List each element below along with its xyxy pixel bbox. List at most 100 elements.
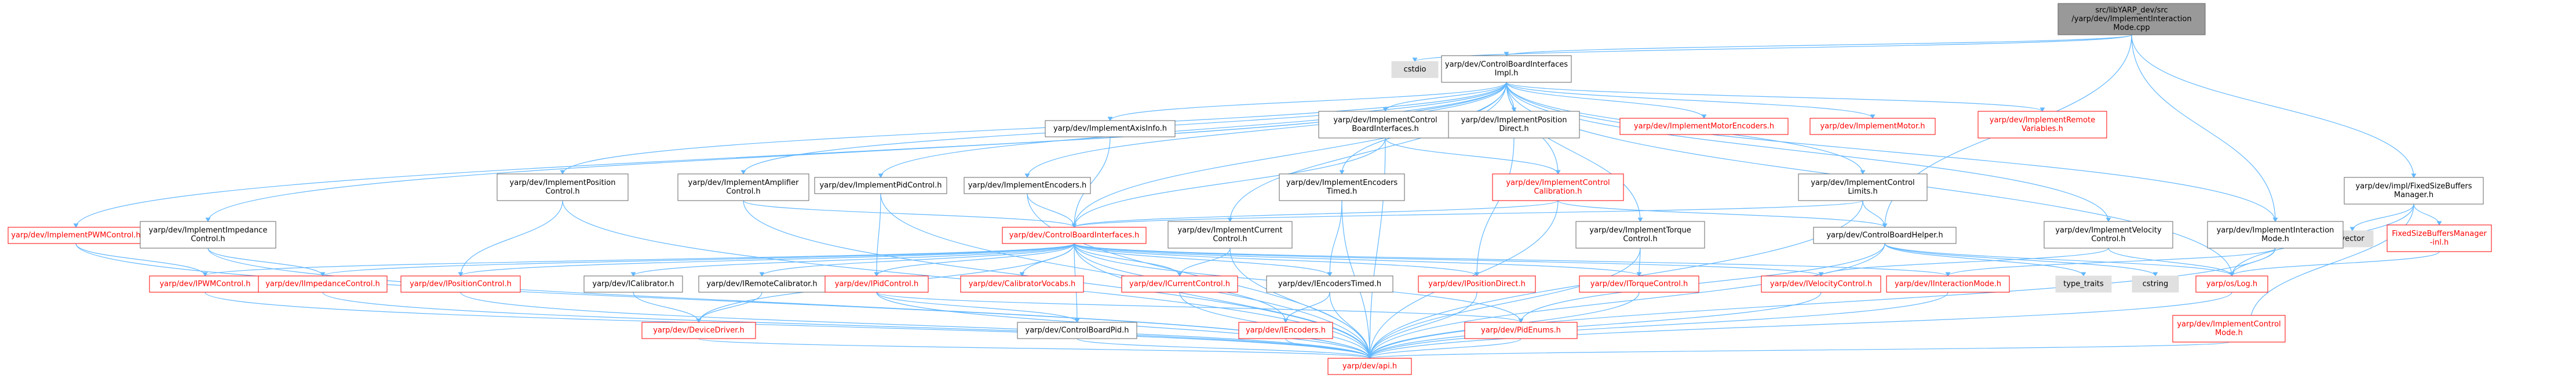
node-label: -inl.h	[2430, 238, 2449, 247]
node-box	[1238, 322, 1333, 339]
node-ipwm_impl[interactable]: yarp/dev/ImplementPWMControl.h	[8, 227, 144, 244]
node-label: yarp/dev/ImplementPosition	[510, 179, 616, 187]
node-label: yarp/dev/ImplementControl	[1333, 116, 1437, 125]
edge-line	[876, 292, 1521, 323]
edge-cbi-to-iim	[1074, 243, 1951, 277]
node-ipid[interactable]: yarp/dev/IPidControl.h	[824, 275, 929, 293]
node-label: Control.h	[1213, 235, 1247, 243]
edge-line	[460, 200, 563, 277]
node-label: BoardInterfaces.h	[1352, 125, 1419, 133]
node-ienc[interactable]: yarp/dev/IEncoders.h	[1238, 322, 1333, 339]
node-pidenums[interactable]: yarp/dev/PidEnums.h	[1464, 322, 1578, 339]
node-box	[1002, 227, 1147, 244]
edge-line	[1074, 243, 1949, 277]
node-imenc_impl[interactable]: yarp/dev/ImplementMotorEncoders.h	[1619, 118, 1789, 135]
node-ipwm[interactable]: yarp/dev/IPWMControl.h	[149, 275, 261, 293]
node-api[interactable]: yarp/dev/api.h	[1327, 358, 1412, 375]
edge-icm_impl-to-api	[1367, 341, 2230, 359]
node-label: yarp/dev/ImplementPWMControl.h	[11, 231, 141, 240]
node-fsbm[interactable]: yarp/dev/impl/FixedSizeBuffersManager.h	[2344, 177, 2484, 205]
edge-line	[1369, 292, 1949, 359]
node-iposd[interactable]: yarp/dev/IPositionDirect.h	[1418, 275, 1536, 293]
node-box	[2195, 275, 2268, 293]
node-fsbm_inl[interactable]: FixedSizeBuffersManager-inl.h	[2387, 224, 2492, 252]
node-devdrv[interactable]: yarp/dev/DeviceDriver.h	[641, 322, 756, 339]
edge-line	[1369, 248, 1641, 359]
edge-cbi_impl-to-ienc_impl	[1024, 82, 1507, 178]
edge-line	[2352, 203, 2414, 231]
node-label: yarp/dev/PidEnums.h	[1481, 326, 1561, 335]
edge-arrowhead	[320, 272, 326, 277]
node-box	[1886, 275, 2010, 293]
node-ical[interactable]: yarp/dev/ICalibrator.h	[583, 275, 683, 293]
node-icur[interactable]: yarp/dev/ICurrentControl.h	[1121, 275, 1238, 293]
node-label: yarp/dev/api.h	[1342, 362, 1397, 371]
node-cbh[interactable]: yarp/dev/ControlBoardHelper.h	[1813, 227, 1957, 244]
edge-arrowhead	[458, 272, 464, 277]
edge-cbh-to-type_traits	[1884, 243, 2086, 277]
edge-line	[1027, 193, 1075, 228]
node-box	[583, 275, 683, 293]
node-ipos[interactable]: yarp/dev/IPositionControl.h	[400, 275, 521, 293]
node-root: src/libYARP_dev/src/yarp/dev/ImplementIn…	[2057, 3, 2206, 35]
node-cbpid[interactable]: yarp/dev/ControlBoardPid.h	[1017, 322, 1137, 339]
edge-arrowhead	[1339, 170, 1345, 175]
edge-line	[2131, 34, 2414, 178]
edge-line	[633, 243, 1075, 277]
edge-line	[1285, 292, 1330, 323]
node-calvoc[interactable]: yarp/dev/CalibratorVocabs.h	[960, 275, 1084, 293]
node-ienc_impl[interactable]: yarp/dev/ImplementEncoders.h	[964, 177, 1091, 194]
edge-line	[1074, 243, 1640, 277]
edge-line	[2131, 34, 2276, 222]
edge-line	[1074, 136, 1111, 228]
edge-cbi_impl-to-iaxis_impl	[1107, 82, 1507, 121]
edge-arrowhead	[1818, 272, 1824, 277]
node-label: yarp/dev/IImpedanceControl.h	[265, 280, 380, 289]
edge-arrowhead	[1327, 272, 1333, 277]
node-box	[1279, 173, 1405, 201]
node-itrq[interactable]: yarp/dev/ITorqueControl.h	[1579, 275, 1699, 293]
node-log[interactable]: yarp/os/Log.h	[2195, 275, 2268, 293]
node-box	[140, 221, 276, 249]
node-label: yarp/dev/IPidControl.h	[835, 280, 919, 289]
node-icbi_impl[interactable]: yarp/dev/ImplementControlBoardInterfaces…	[1318, 111, 1453, 139]
node-ipid_impl[interactable]: yarp/dev/ImplementPidControl.h	[814, 177, 947, 194]
node-box	[1575, 221, 1705, 249]
edge-arrowhead	[2039, 107, 2045, 112]
edge-arrowhead	[1283, 318, 1289, 323]
node-box	[8, 227, 144, 244]
node-box	[698, 275, 826, 293]
edge-line	[460, 243, 1075, 277]
edge-line	[1369, 341, 2230, 359]
node-iaxis_impl[interactable]: yarp/dev/ImplementAxisInfo.h	[1045, 120, 1176, 137]
node-iim[interactable]: yarp/dev/IInteractionMode.h	[1886, 275, 2010, 293]
node-ivel[interactable]: yarp/dev/IVelocityControl.h	[1761, 275, 1881, 293]
node-iencT[interactable]: yarp/dev/IEncodersTimed.h	[1266, 275, 1393, 293]
edge-line	[1074, 137, 1386, 228]
edge-ipid_impl-to-ipid	[874, 193, 881, 277]
edge-line	[1369, 292, 1477, 359]
node-box	[149, 275, 261, 293]
edge-cbi-to-ipwm	[202, 243, 1075, 277]
edge-arrowhead	[205, 217, 211, 222]
node-iimp[interactable]: yarp/dev/IImpedanceControl.h	[258, 275, 388, 293]
edge-cbi_impl-to-cbi	[1071, 82, 1507, 228]
node-cbi[interactable]: yarp/dev/ControlBoardInterfaces.h	[1002, 227, 1147, 244]
edge-arrowhead	[1636, 272, 1642, 277]
node-imot_impl[interactable]: yarp/dev/ImplementMotor.h	[1809, 118, 1936, 135]
node-iremcal[interactable]: yarp/dev/IRemoteCalibrator.h	[698, 275, 826, 293]
